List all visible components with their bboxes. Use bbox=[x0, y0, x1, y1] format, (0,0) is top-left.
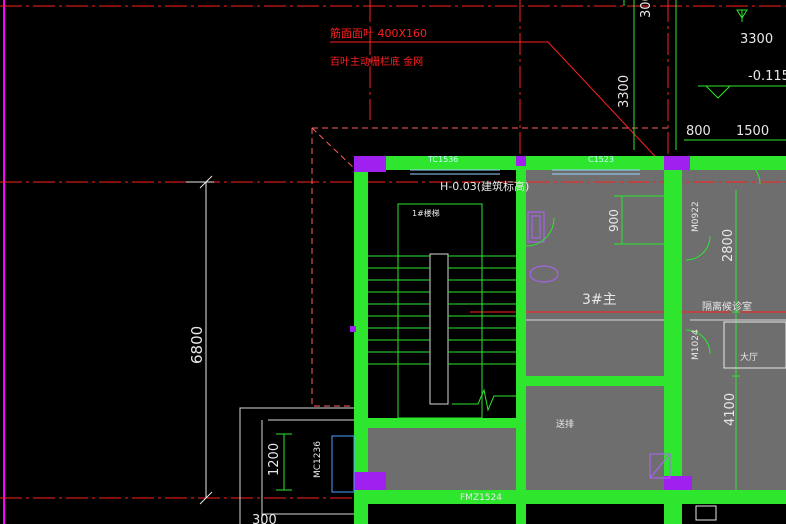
elev-right: -0.115 bbox=[748, 69, 786, 84]
room-3hash: 3#主 bbox=[582, 292, 617, 308]
dim-800: 800 bbox=[686, 124, 711, 139]
left-dim bbox=[186, 175, 214, 505]
dim-1500: 1500 bbox=[736, 124, 769, 139]
note-line1: 筋面面叶 400X160 bbox=[330, 26, 427, 40]
door-fmz: FMZ1524 bbox=[460, 493, 502, 503]
fixtures bbox=[527, 211, 671, 479]
room-toilet: 送排 bbox=[556, 418, 574, 430]
door-mc1236: MC1236 bbox=[313, 441, 323, 478]
roof-outline-left bbox=[311, 128, 352, 407]
dim-2800: 2800 bbox=[721, 229, 736, 262]
columns bbox=[350, 156, 692, 490]
floor-fill bbox=[366, 170, 786, 490]
bottom-right-box bbox=[695, 505, 717, 521]
dim-3300-top: 3300 bbox=[740, 32, 773, 47]
entry-area bbox=[239, 407, 354, 524]
stair-label: 1#楼梯 bbox=[412, 208, 440, 218]
window-tc1536: TC1536 bbox=[427, 155, 458, 164]
room-right: 隔离候诊室 bbox=[702, 300, 752, 313]
entry-dim bbox=[276, 433, 355, 493]
note-leader bbox=[330, 41, 667, 169]
door-swings bbox=[525, 159, 786, 355]
window-openings bbox=[410, 169, 640, 175]
dim-300-top: 300 bbox=[639, 0, 654, 18]
roof-diagonal bbox=[311, 127, 357, 171]
door-m1024: M1024 bbox=[691, 329, 701, 360]
dim-900: 900 bbox=[607, 209, 621, 232]
room-right2: 大厅 bbox=[740, 351, 758, 363]
dim-1200: 1200 bbox=[267, 443, 282, 476]
right-dims bbox=[614, 0, 786, 490]
note-line2: 百叶主动栅栏底 金网 bbox=[330, 55, 423, 68]
elevation-h: H-0.03(建筑标高) bbox=[440, 179, 529, 193]
dim-300-bottom: 300 bbox=[252, 513, 277, 524]
window-c1523: C1523 bbox=[588, 155, 614, 164]
dim-4100: 4100 bbox=[723, 393, 738, 426]
dim-3300-right: 3300 bbox=[617, 75, 632, 108]
stair bbox=[368, 203, 516, 419]
dim-6800: 6800 bbox=[188, 326, 206, 364]
door-m0922: M0922 bbox=[691, 201, 701, 232]
